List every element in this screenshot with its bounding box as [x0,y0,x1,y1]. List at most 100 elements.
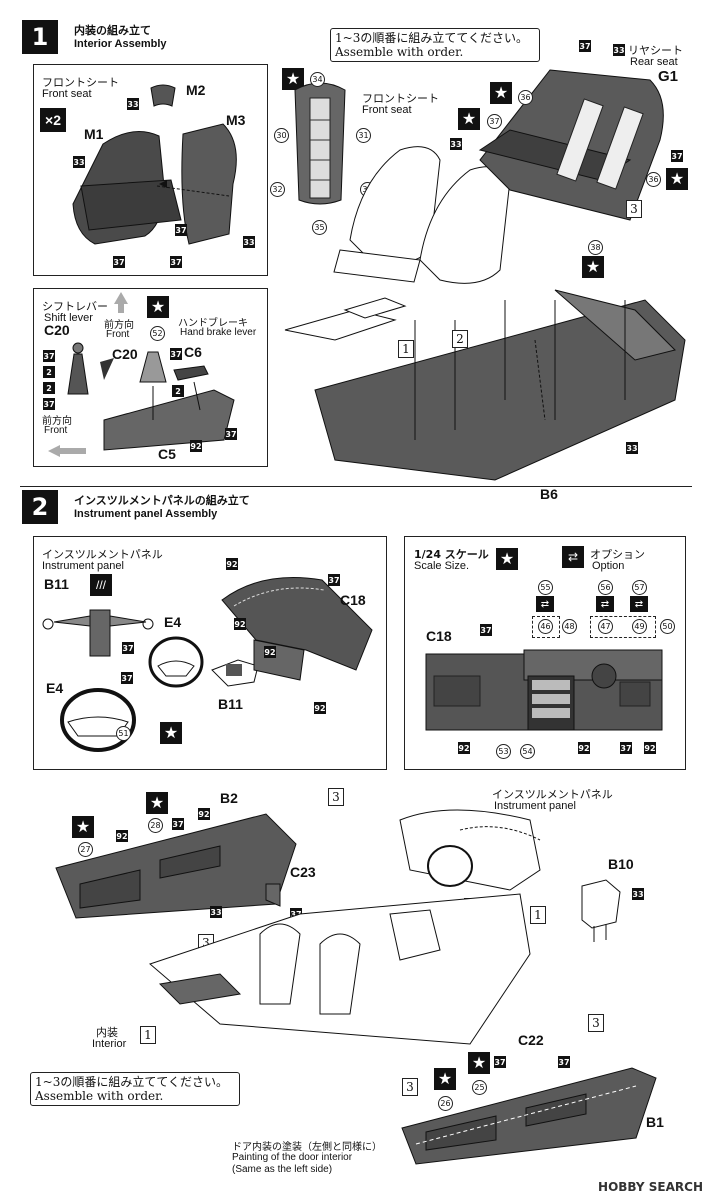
ref-92-c: 92 [234,618,246,630]
assemble-order-note-top: 1~3の順番に組み立ててください。 Assemble with order. [330,28,540,62]
ref-47: 47 [598,619,613,634]
ref-92-i: 92 [198,808,210,820]
ref-37-b: 37 [170,256,182,268]
dashboard-front-view [425,649,663,731]
right-door-panel [401,1067,657,1165]
step-2-title-en: Instrument panel Assembly [74,508,218,520]
ref-33-g: 33 [626,442,638,454]
watermark: HOBBY SEARCH [598,1180,703,1194]
sequence-2-floor: 2 [452,330,468,348]
ref-2-b: 2 [43,382,55,394]
ref-33-c: 33 [243,236,255,248]
hand-brake-label-jp: ハンドブレーキ [178,318,248,329]
ref-28: 28 [148,818,163,833]
dashboard-illustration [221,577,373,681]
ref-33-f: 33 [450,138,462,150]
ref-33-i: 33 [632,888,644,900]
ref-33-b: 33 [73,156,85,168]
step-1-title-jp: 内装の組み立て [74,24,151,37]
paint-star-icon: ★ [666,168,688,190]
front-arrow-up-icon [114,292,128,304]
ref-31: 31 [356,128,371,143]
ref-52: 52 [150,326,165,341]
ref-53: 53 [496,744,511,759]
interior-label-jp: 内装 [96,1026,118,1039]
ref-37-c: 37 [175,224,187,236]
ref-37-r: 37 [494,1056,506,1068]
door-painting-label-en-2: (Same as the left side) [232,1164,333,1175]
rear-seat-label-jp: リヤシート [628,44,683,57]
step-1-number: 1 [22,20,58,54]
paint-star-icon: ★ [282,68,304,90]
ref-57: 57 [632,580,647,595]
note-en-bottom: Assemble with order. [35,1089,164,1103]
panel-label-jp: インスツルメントパネル [42,548,163,561]
front-label-en: Front [106,329,130,340]
lower-panel-label-jp: インスツルメントパネル [492,788,613,801]
ref-48: 48 [562,619,577,634]
ref-37-s: 37 [558,1056,570,1068]
ref-56: 56 [598,580,613,595]
part-c6: C6 [184,344,202,360]
part-m2: M2 [186,82,206,98]
ref-37-m: 37 [328,574,340,586]
sequence-3-top: 3 [328,788,344,806]
door-painting-label-en-1: Painting of the door interior [232,1152,353,1163]
part-e4-b: E4 [46,680,64,696]
ref-2-a: 2 [43,366,55,378]
shift-lever-box [33,288,268,467]
ref-37-p: 37 [172,818,184,830]
rear-seat-illustration [478,69,664,221]
interior-label-en: Interior [92,1038,127,1050]
paint-star-icon: ★ [160,722,182,744]
panel-label-en: Instrument panel [42,560,124,572]
paint-star-icon: ★ [147,296,169,318]
steering-wheel-large [60,688,136,752]
sequence-3-right: 3 [588,1014,604,1032]
ref-46: 46 [538,619,553,634]
ref-2-c: 2 [172,385,184,397]
paint-star-icon: ★ [458,108,480,130]
front-label-2-jp: 前方向 [42,416,72,427]
part-m3: M3 [226,112,246,128]
ref-37-e: 37 [487,114,502,129]
ref-32: 32 [270,182,285,197]
ref-92-b: 92 [226,558,238,570]
front-seat-box [33,64,268,276]
left-door-panel [55,813,297,919]
ref-51: 51 [116,726,131,741]
ref-37-i: 37 [43,398,55,410]
ref-92-e: 92 [314,702,326,714]
front-arrow-up-stem [118,303,124,313]
ref-54: 54 [520,744,535,759]
part-c20-a: C20 [44,322,70,338]
ref-37-f: 37 [671,150,683,162]
shift-lever-label-jp: シフトレバー [42,300,108,313]
interior-step-ref: 1 [140,1026,156,1044]
front-seat-parts-illustration [72,84,237,245]
option-icon: ⇄ [562,546,584,568]
column-illustration [42,609,154,657]
scale-label-jp: 1/24 スケール [414,548,489,561]
front-seat-decal-illustration [294,82,346,205]
ref-37-g: 37 [170,348,182,360]
part-b10: B10 [608,856,634,872]
paint-star-icon: ★ [146,792,168,814]
front-seat-label-en: Front seat [362,104,412,116]
steering-wheel-small [148,636,204,688]
floor-pan-illustration [284,289,686,481]
part-b11-b: B11 [218,696,243,712]
part-b11-a: B11 [44,576,69,592]
step-1-title-en: Interior Assembly [74,38,167,50]
c23-part [265,883,281,907]
step-2-title-jp: インスツルメントパネルの組み立て [74,494,250,507]
ref-35: 35 [312,220,327,235]
sequence-1-lower: 1 [530,906,546,924]
front-seat-label-jp: フロントシート [362,92,439,105]
ref-92-j: 92 [116,830,128,842]
assemble-order-note-bottom: 1~3の順番に組み立ててください。 Assemble with order. [30,1072,240,1106]
ref-37-j: 37 [225,428,237,440]
section-divider [20,486,692,487]
note-jp-bottom: 1~3の順番に組み立ててください。 [35,1075,228,1089]
sequence-3-bottom: 3 [402,1078,418,1096]
